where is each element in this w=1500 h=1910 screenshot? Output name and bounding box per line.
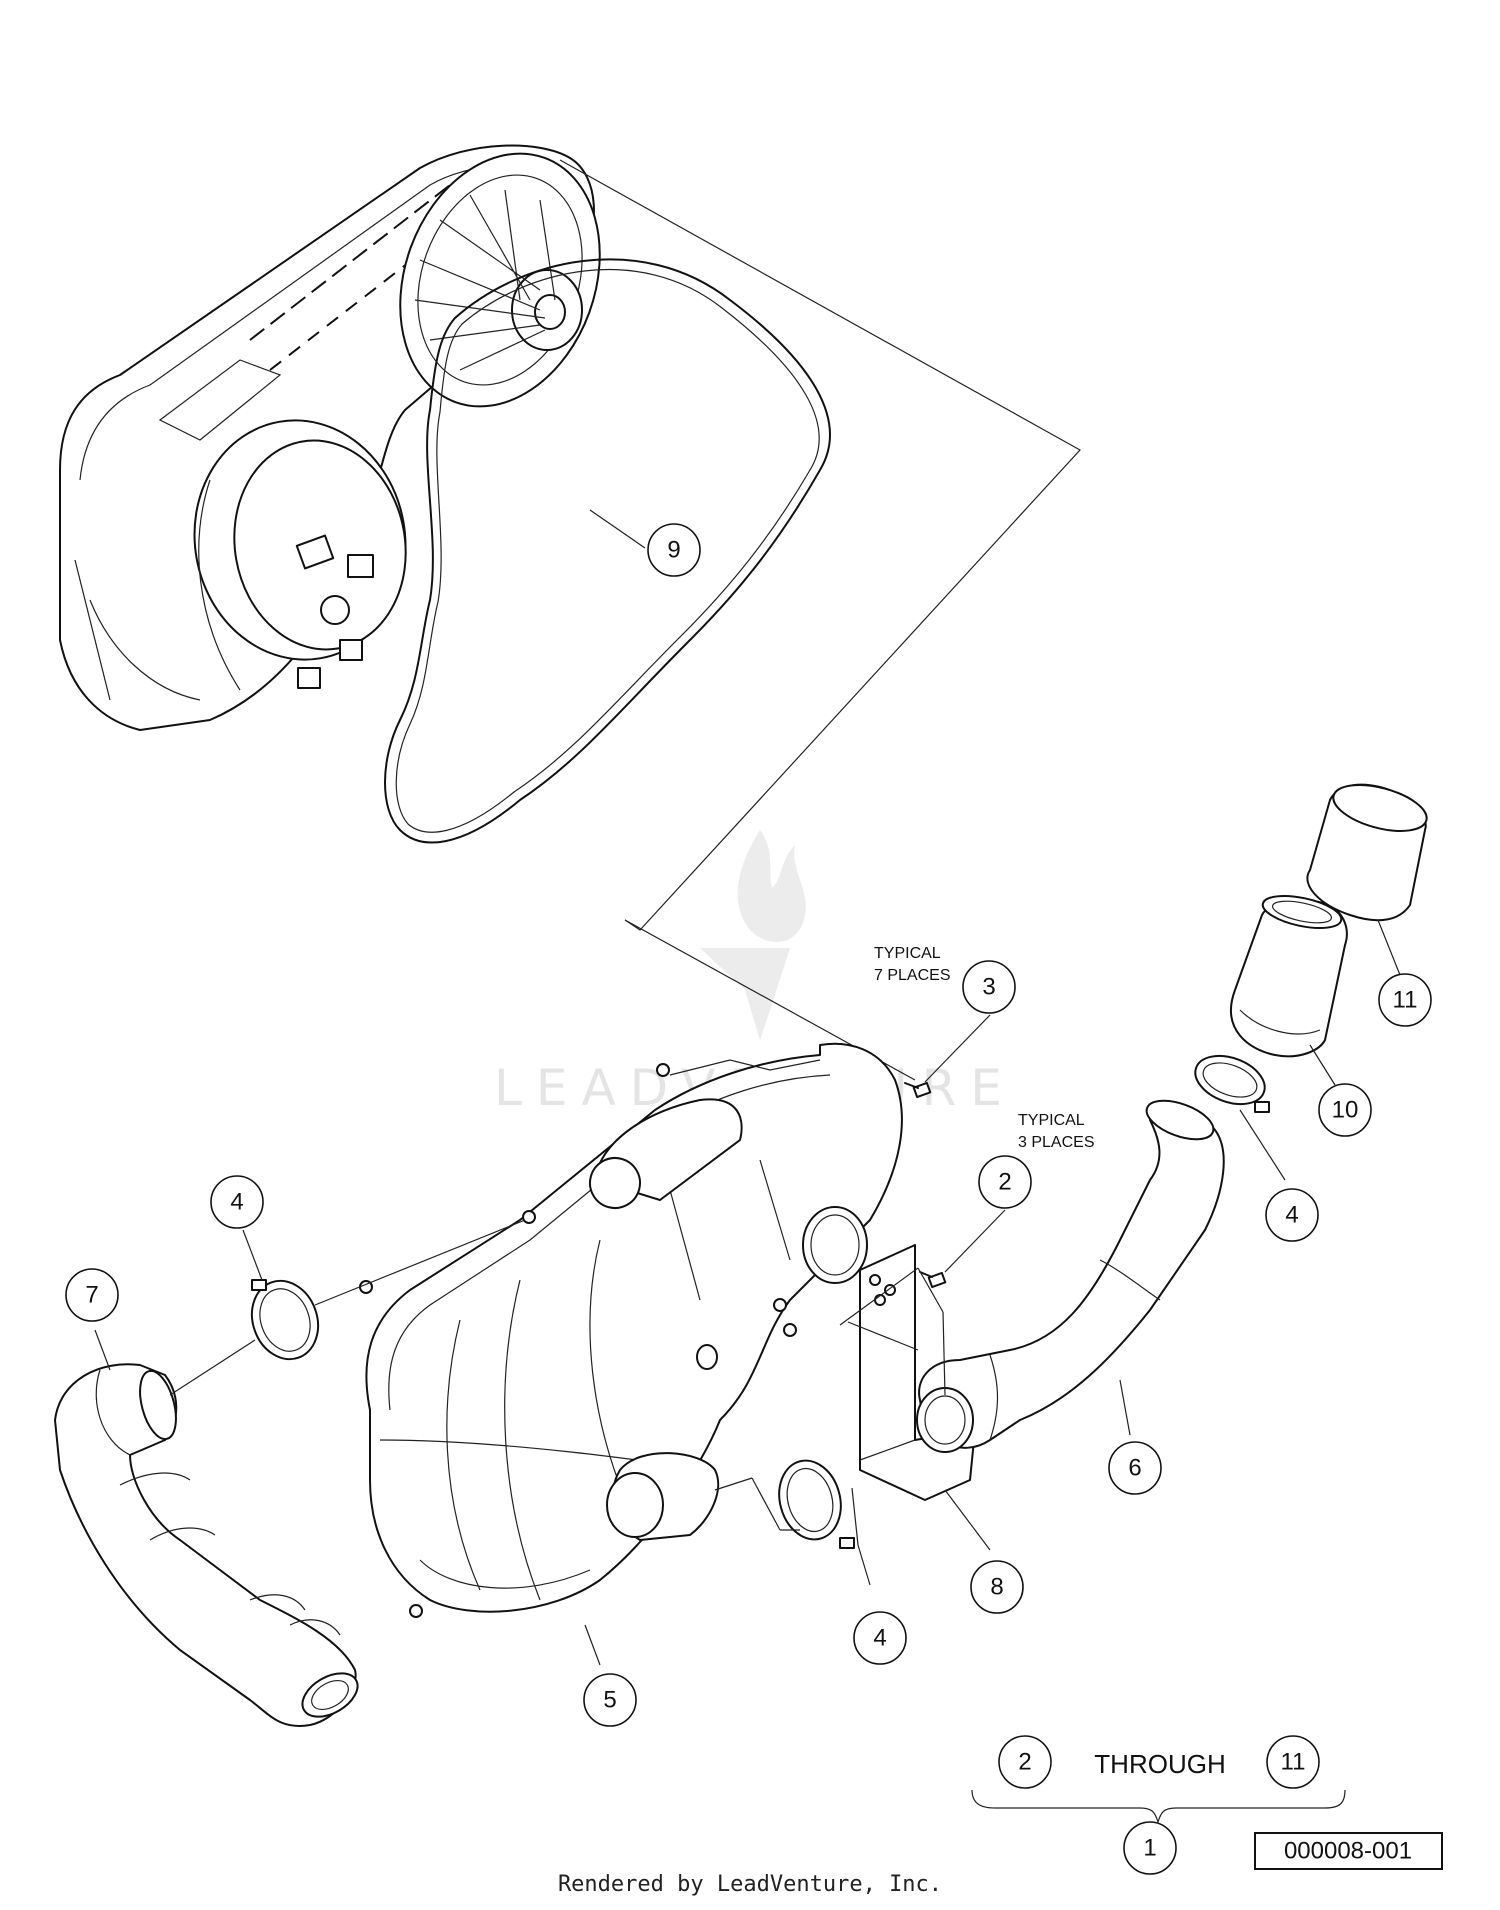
callout-11[interactable]: 11	[1378, 973, 1432, 1027]
callout-2[interactable]: 2	[978, 1155, 1032, 1209]
svg-text:1: 1	[1143, 1835, 1156, 1862]
clamp-left	[250, 1279, 320, 1361]
flame-logo-icon	[737, 830, 806, 942]
callout-9[interactable]: 9	[647, 523, 701, 577]
svg-text:8: 8	[990, 1574, 1003, 1601]
svg-text:4: 4	[230, 1189, 243, 1216]
svg-text:6: 6	[1128, 1455, 1141, 1482]
svg-text:10: 10	[1332, 1097, 1359, 1124]
typical-3-note-line2: 3 PLACES	[1018, 1134, 1094, 1151]
callout-4-right[interactable]: 4	[1265, 1188, 1319, 1242]
callout-8[interactable]: 8	[970, 1560, 1024, 1614]
duct-6	[916, 1099, 1225, 1453]
typical-7-note-line1: TYPICAL	[874, 945, 941, 962]
callout-6[interactable]: 6	[1108, 1441, 1162, 1495]
sleeve-11	[1306, 783, 1428, 922]
typical-3-note-line1: TYPICAL	[1018, 1112, 1085, 1129]
callout-2-range[interactable]: 2	[998, 1735, 1052, 1789]
callout-11-range[interactable]: 11	[1266, 1735, 1320, 1789]
clamp-right	[1194, 1054, 1270, 1113]
svg-text:11: 11	[1393, 987, 1418, 1014]
svg-text:5: 5	[603, 1687, 616, 1714]
callout-10[interactable]: 10	[1318, 1083, 1372, 1137]
assembly-range: 2 THROUGH 11 1	[971, 1735, 1346, 1875]
clamp-middle	[778, 1459, 855, 1549]
outer-clutch-assembly	[59, 144, 601, 731]
typical-7-note-line2: 7 PLACES	[874, 967, 950, 984]
svg-text:2: 2	[998, 1169, 1011, 1196]
leader-lines	[94, 919, 1401, 1666]
callout-1[interactable]: 1	[1123, 1821, 1177, 1875]
inner-cover-assembly	[359, 1042, 903, 1618]
footer-credit: Rendered by LeadVenture, Inc.	[557, 1872, 943, 1897]
svg-text:7: 7	[85, 1282, 98, 1309]
filter-10	[1229, 894, 1348, 1058]
through-label: THROUGH	[1094, 1749, 1225, 1779]
callout-4-left[interactable]: 4	[210, 1175, 264, 1229]
reference-number-box: 000008-001	[1254, 1832, 1443, 1870]
svg-text:2: 2	[1018, 1749, 1031, 1776]
svg-text:11: 11	[1281, 1749, 1306, 1776]
callout-3[interactable]: 3	[962, 960, 1016, 1014]
svg-text:4: 4	[1285, 1202, 1298, 1229]
callout-5[interactable]: 5	[583, 1673, 637, 1727]
svg-text:3: 3	[982, 974, 995, 1001]
drive-belt	[384, 258, 831, 844]
bolt-2	[919, 1271, 947, 1289]
bolt-3	[904, 1081, 932, 1099]
duct-7	[54, 1363, 359, 1727]
reference-number: 000008-001	[1284, 1838, 1412, 1865]
callout-7[interactable]: 7	[65, 1268, 119, 1322]
callout-4-bottom[interactable]: 4	[853, 1611, 907, 1665]
assembly-brace	[971, 1789, 1346, 1825]
svg-text:9: 9	[667, 537, 680, 564]
v-logo-icon	[700, 948, 790, 1040]
svg-text:4: 4	[873, 1625, 886, 1652]
